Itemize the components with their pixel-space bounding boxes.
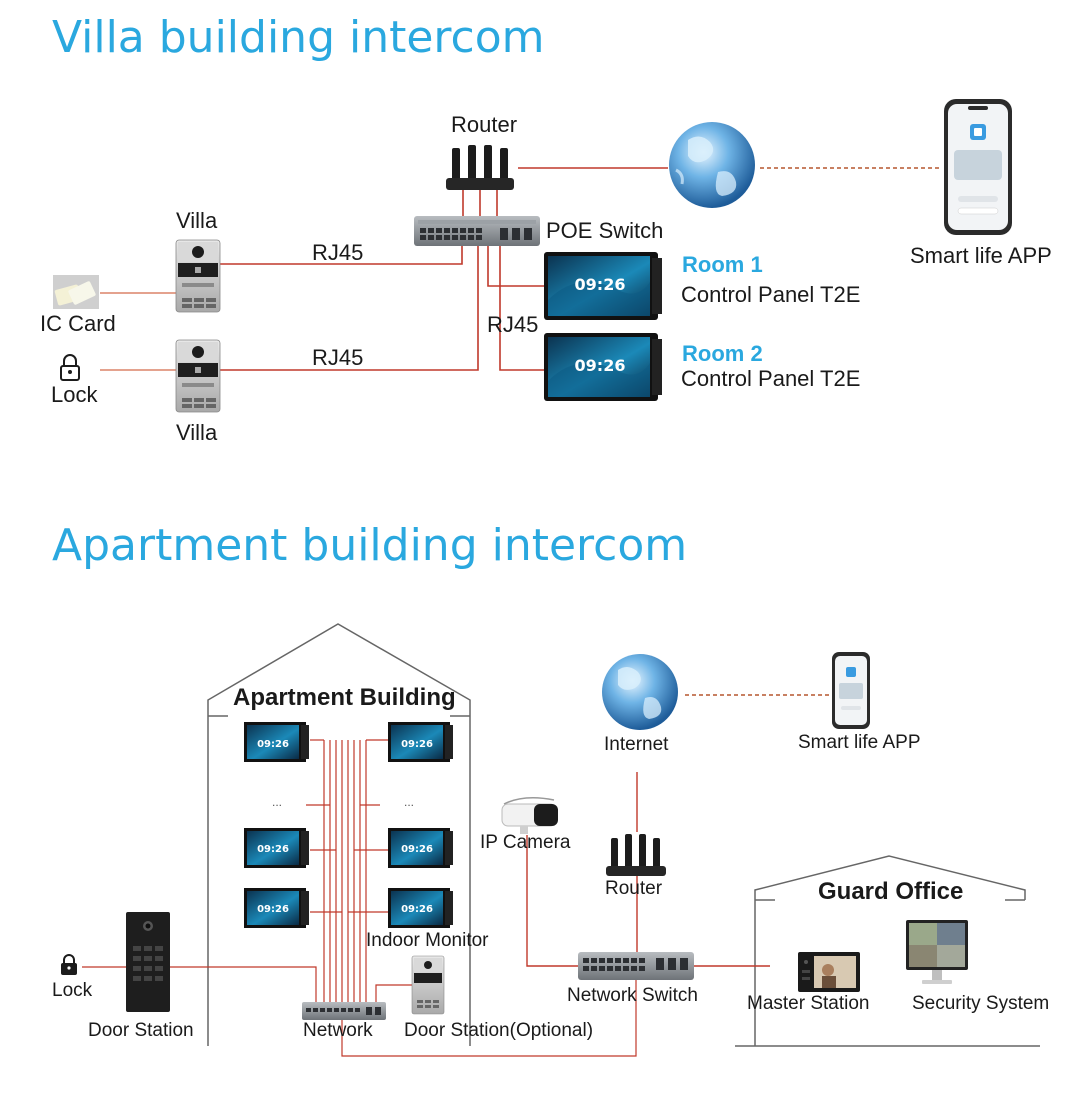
door-station-label: Door Station xyxy=(88,1020,194,1041)
network-switch-icon xyxy=(302,1002,386,1020)
apartment-smart-app-label: Smart life APP xyxy=(798,732,921,753)
svg-text:09:26: 09:26 xyxy=(257,739,289,750)
ellipsis-left: ... xyxy=(272,795,283,809)
rj45-label-bottom: RJ45 xyxy=(312,345,364,370)
villa-bottom-label: Villa xyxy=(176,420,218,445)
indoor-monitor-icon: 09:26 xyxy=(388,828,453,868)
indoor-monitor-icon: 09:26 xyxy=(244,828,309,868)
door-station-icon xyxy=(175,239,221,313)
door-station-icon xyxy=(175,339,221,413)
globe-icon xyxy=(669,122,755,208)
guard-office-label: Guard Office xyxy=(818,878,964,905)
ellipsis-right: ... xyxy=(404,795,415,809)
security-monitor-icon xyxy=(906,920,968,984)
house-outline-icon xyxy=(754,855,1026,1046)
rj45-label-top: RJ45 xyxy=(312,240,364,265)
svg-text:09:26: 09:26 xyxy=(575,275,626,294)
security-system-label: Security System xyxy=(912,993,1050,1014)
globe-icon xyxy=(602,654,678,730)
svg-text:09:26: 09:26 xyxy=(257,844,289,855)
villa-lock-label: Lock xyxy=(51,382,98,407)
ip-camera-label: IP Camera xyxy=(480,832,571,853)
apartment-building-label: Apartment Building xyxy=(233,684,456,711)
control-panel-icon: 09:26 xyxy=(544,333,662,401)
smartphone-icon xyxy=(832,652,870,729)
ic-card-icon xyxy=(53,275,99,309)
network-label: Network xyxy=(303,1020,373,1041)
apartment-right-cables xyxy=(526,772,770,967)
indoor-monitor-icon: 09:26 xyxy=(388,888,453,928)
internet-label: Internet xyxy=(604,734,669,755)
router-icon xyxy=(606,834,666,876)
indoor-monitor-icon: 09:26 xyxy=(244,722,309,762)
apartment-lock-label: Lock xyxy=(52,980,93,1001)
door-station-icon xyxy=(411,955,445,1015)
svg-text:09:26: 09:26 xyxy=(257,904,289,915)
indoor-monitor-icon: 09:26 xyxy=(388,722,453,762)
svg-text:09:26: 09:26 xyxy=(401,739,433,750)
svg-text:09:26: 09:26 xyxy=(401,844,433,855)
router-icon xyxy=(446,145,514,190)
room1-title: Room 1 xyxy=(682,252,763,277)
poe-switch-icon xyxy=(414,216,540,246)
villa-smart-app-label: Smart life APP xyxy=(910,243,1052,268)
control-panel-icon: 09:26 xyxy=(544,252,662,320)
lock-icon xyxy=(60,354,80,381)
network-switch-label: Network Switch xyxy=(567,985,698,1006)
lock-icon xyxy=(61,954,77,975)
villa-poe-switch-label: POE Switch xyxy=(546,218,664,243)
villa-router-label: Router xyxy=(451,112,518,137)
smartphone-icon xyxy=(944,99,1012,235)
door-station-icon xyxy=(126,912,170,1012)
svg-text:09:26: 09:26 xyxy=(401,904,433,915)
indoor-monitor-label: Indoor Monitor xyxy=(366,930,489,951)
master-station-icon xyxy=(798,952,860,992)
room2-device: Control Panel T2E xyxy=(681,366,861,391)
room2-title: Room 2 xyxy=(682,341,763,366)
svg-text:09:26: 09:26 xyxy=(575,356,626,375)
ip-camera-icon xyxy=(501,797,558,834)
apartment-section-title: Apartment building intercom xyxy=(52,520,688,571)
apartment-router-label: Router xyxy=(605,878,663,899)
villa-top-label: Villa xyxy=(176,208,218,233)
ic-card-label: IC Card xyxy=(40,311,116,336)
network-switch-icon xyxy=(578,952,694,980)
master-station-label: Master Station xyxy=(747,993,870,1014)
indoor-monitor-icon: 09:26 xyxy=(244,888,309,928)
apartment-cables xyxy=(82,739,637,1057)
room1-device: Control Panel T2E xyxy=(681,282,861,307)
rj45-label-mid: RJ45 xyxy=(487,312,539,337)
villa-section-title: Villa building intercom xyxy=(52,12,545,63)
door-station-optional-label: Door Station(Optional) xyxy=(404,1020,594,1041)
villa-cables xyxy=(100,167,668,371)
